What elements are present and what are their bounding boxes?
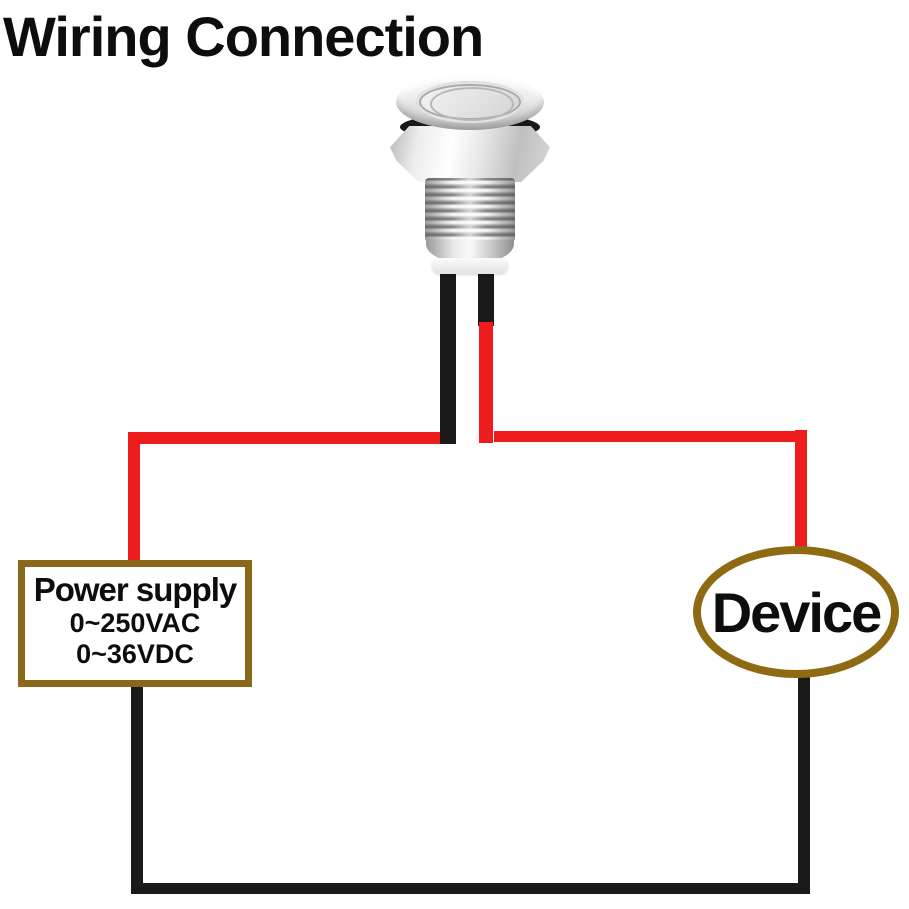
- red-wire-horizontal-right: [494, 431, 807, 442]
- black-wire-horizontal-bottom: [131, 883, 810, 894]
- switch-cap-face-ring: [430, 87, 514, 121]
- switch-threaded-body: [425, 178, 515, 242]
- switch-black-lead-wire: [440, 270, 456, 444]
- page-title: Wiring Connection: [3, 5, 484, 68]
- red-wire-vertical-to-power-supply: [128, 432, 140, 564]
- switch-red-lead-wire: [479, 322, 493, 443]
- black-wire-vertical-from-power-supply: [131, 685, 143, 894]
- device-ellipse: Device: [693, 546, 899, 678]
- switch-plastic-base: [432, 258, 508, 274]
- power-supply-box: Power supply 0~250VAC 0~36VDC: [18, 560, 252, 687]
- power-supply-ac-range: 0~250VAC: [69, 608, 201, 639]
- power-supply-label: Power supply: [33, 571, 238, 608]
- power-supply-dc-range: 0~36VDC: [76, 638, 194, 669]
- red-wire-vertical-to-device: [795, 430, 807, 552]
- red-wire-horizontal-left: [128, 432, 440, 444]
- black-wire-vertical-from-device: [798, 677, 810, 894]
- switch-hex-flange: [390, 126, 550, 182]
- switch-red-lead-wire-sleeve: [478, 270, 494, 326]
- device-label: Device: [711, 580, 883, 644]
